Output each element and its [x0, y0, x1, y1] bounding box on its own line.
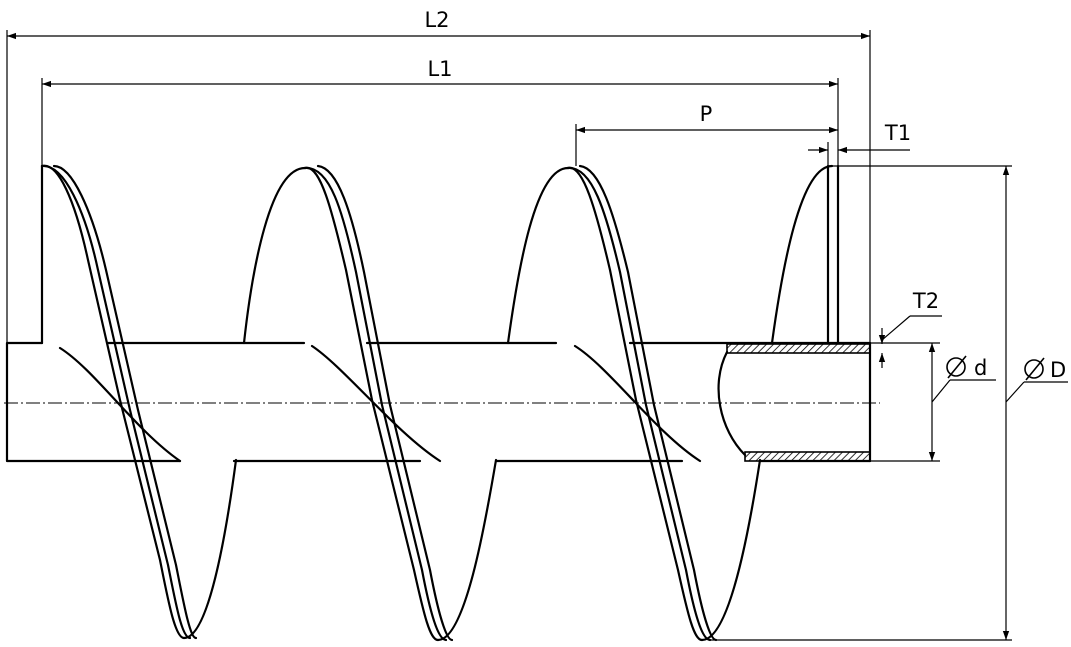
dimension-d-small: d: [928, 343, 996, 461]
label-t1: T1: [884, 121, 911, 145]
tube-wall-section: [726, 343, 871, 462]
dimension-p: P: [576, 102, 838, 134]
label-d-small: d: [974, 356, 987, 380]
diameter-symbol-icon: [946, 355, 967, 379]
flight-2: [182, 164, 454, 642]
dimension-t2: T2: [878, 289, 942, 368]
label-l2: L2: [424, 8, 449, 32]
flight-1: [40, 164, 198, 640]
flight-3: [436, 164, 718, 642]
dimension-l1: L1: [42, 57, 838, 88]
label-t2: T2: [912, 289, 939, 313]
label-p: P: [700, 102, 713, 126]
diameter-symbol-icon: [1024, 357, 1045, 381]
dimension-l2: L2: [7, 8, 870, 40]
label-d-large: D: [1050, 358, 1066, 382]
label-l1: L1: [427, 57, 452, 81]
dimension-t1: T1: [808, 121, 911, 154]
dimension-d-large: D: [1002, 166, 1068, 640]
flight-end: [700, 164, 840, 642]
